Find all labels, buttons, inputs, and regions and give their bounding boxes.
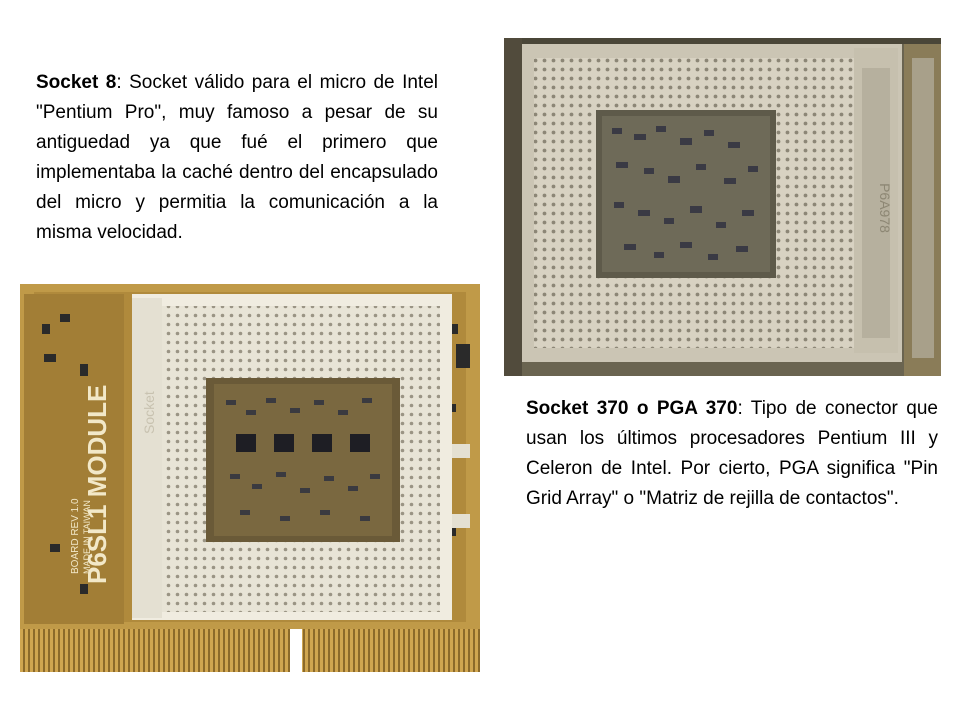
socket8-photo: P6A978 [504,38,941,376]
socket370-made-in: MADE IN TAIWAN [82,500,92,574]
socket8-marking: P6A978 [877,183,893,233]
socket8-term: Socket 8 [36,72,117,93]
socket370-module-label: P6SL1 MODULE [82,385,112,584]
socket370-photo: P6SL1 MODULE BOARD REV 1.0 MADE IN TAIWA… [20,284,480,672]
socket8-paragraph: Socket 8: Socket válido para el micro de… [36,68,438,248]
socket8-description: : Socket válido para el micro de Intel "… [36,72,439,243]
socket370-term: Socket 370 o PGA 370 [526,398,738,419]
socket370-socket-marking: Socket [141,391,157,434]
socket370-paragraph: Socket 370 o PGA 370: Tipo de conector q… [526,394,938,514]
socket370-description: : Tipo de conector que usan los últimos … [526,398,938,509]
socket370-board-rev: BOARD REV 1.0 [70,498,81,574]
